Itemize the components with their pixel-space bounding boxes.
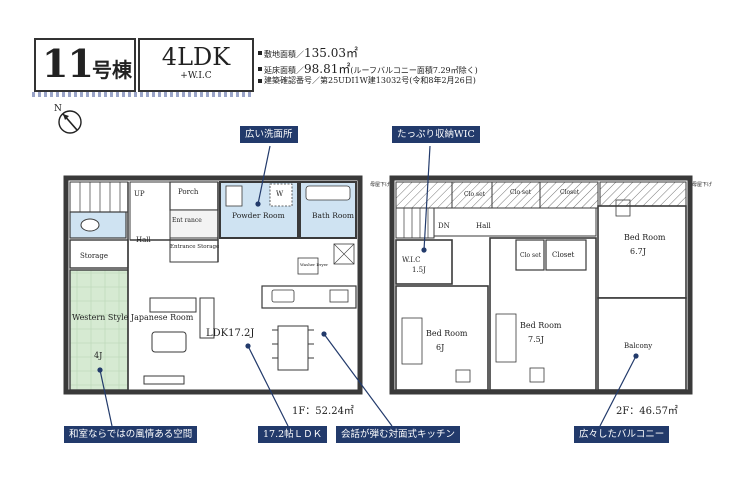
floor-area-line: 延床面積／98.81㎡(ルーフバルコニー面積7.29㎡除く) [258, 58, 478, 77]
layout-type: 4LDK [161, 43, 231, 71]
label-closet-a: Clo set [464, 191, 486, 198]
label-up: UP [134, 190, 145, 198]
compass-icon [58, 110, 82, 134]
layout-sub: +W.I.C [180, 71, 212, 81]
label-bed3: Bed Room [520, 321, 562, 330]
label-ldk: LDK17.2J [206, 328, 254, 339]
label-porch: Porch [178, 188, 199, 196]
label-bath-room: Bath Room [312, 211, 354, 220]
label-bed1: Bed Room [624, 233, 666, 242]
label-bed2-size: 6J [436, 343, 444, 352]
label-closet-d: Clo set [510, 189, 532, 196]
layout-type-box: 4LDK +W.I.C [138, 38, 254, 92]
label-japanese-size: 4J [94, 351, 102, 360]
callout-japanese: 和室ならではの風情ある空間 [64, 426, 198, 443]
site-area-value: 135.03㎡ [304, 46, 358, 60]
bullet-square-icon [258, 50, 262, 55]
callout-balcony: 広々したバルコニー [574, 426, 670, 443]
label-closet-c: Closet [552, 251, 575, 259]
second-floor-labels: DN Hall W.I.C 1.5J Clo set Clo set Close… [370, 181, 712, 352]
callout-wash: 広い洗面所 [240, 126, 298, 143]
area-1f: 1F：52.24㎡ [292, 406, 354, 417]
label-closet-b: Clo set [520, 252, 542, 259]
label-closet-e: Closet [560, 189, 580, 196]
label-japanese-room: Western Style Japanese Room [72, 313, 194, 322]
second-floor-plan [389, 175, 693, 395]
floor-area-value: 98.81㎡ [304, 62, 351, 76]
permit-line: 建築確認番号／第25UDI1W建13032号(令和8年2月26日) [258, 75, 476, 86]
unit-number-box: 11 号棟 [34, 38, 136, 92]
label-bed1-size: 6.7J [630, 247, 646, 256]
label-bed3-size: 7.5J [528, 335, 544, 344]
label-hall-1f: Hall [136, 236, 152, 244]
callout-ldk: 17.2帖ＬＤＫ [258, 426, 328, 443]
site-area-line: 敷地面積／135.03㎡ [258, 42, 358, 61]
label-entrance-storage: Entrance Storage [170, 244, 219, 250]
callout-leaders [97, 145, 639, 427]
area-2f: 2F：46.57㎡ [616, 406, 678, 417]
floor-area-note: (ルーフバルコニー面積7.29㎡除く) [350, 66, 478, 75]
label-mark-right: 母屋下げ [692, 181, 712, 188]
callout-wic: たっぷり収納WIC [392, 126, 480, 143]
floor-area-label: 延床面積／ [264, 66, 304, 75]
label-powder-room: Powder Room [232, 211, 285, 220]
label-storage: Storage [80, 252, 108, 260]
label-bed2: Bed Room [426, 329, 468, 338]
callout-kitchen: 会話が弾む対面式キッチン [336, 426, 461, 443]
header-stripe [32, 92, 254, 97]
label-w: W [276, 190, 284, 198]
bullet-square-icon [258, 79, 262, 83]
bullet-square-icon [258, 66, 262, 71]
compass-label: N [54, 104, 62, 114]
permit-text: 建築確認番号／第25UDI1W建13032号(令和8年2月26日) [264, 76, 476, 85]
label-hall-2f: Hall [476, 222, 492, 230]
unit-number: 11 [42, 41, 94, 86]
label-balcony: Balcony [624, 342, 652, 350]
first-floor-plan [63, 175, 363, 395]
label-wic: W.I.C [402, 256, 421, 264]
site-area-label: 敷地面積／ [264, 50, 304, 59]
label-mark-left: 母屋下げ [370, 181, 390, 188]
first-floor-labels: UP Porch W Ent rance Entrance Storage Ha… [72, 188, 354, 360]
unit-suffix: 号棟 [92, 58, 132, 82]
label-dn: DN [438, 222, 450, 230]
label-entrance: Ent rance [172, 217, 202, 224]
label-wic-size: 1.5J [412, 266, 426, 274]
label-washer-dryer: Washer Dryer [300, 262, 328, 267]
